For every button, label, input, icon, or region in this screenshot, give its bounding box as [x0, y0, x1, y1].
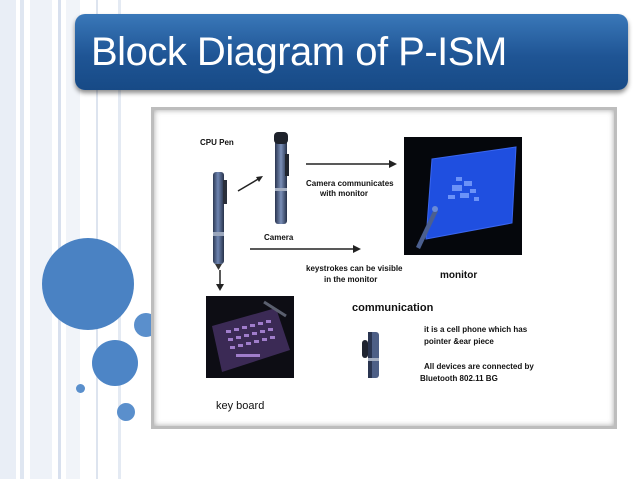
slide-title: Block Diagram of P-ISM [91, 30, 507, 74]
decorative-circle-tiny [76, 384, 85, 393]
all-devices-text-line2: Bluetooth 802.11 BG [420, 374, 498, 383]
decorative-circle-large [42, 238, 134, 330]
title-banner: Block Diagram of P-ISM [75, 14, 628, 90]
communication-label: communication [352, 302, 434, 314]
cell-phone-text-line1: it is a cell phone which has [424, 325, 528, 334]
cpu-pen-label: CPU Pen [200, 138, 234, 147]
background-stripe [118, 0, 121, 479]
camera-communicates-text-line1: Camera communicates [306, 179, 394, 188]
monitor-image [404, 137, 522, 255]
camera-communicates-text-line2: with monitor [320, 189, 368, 198]
arrow-to-camera [236, 174, 266, 194]
all-devices-text-line1: All devices are connected by [424, 362, 534, 371]
keystrokes-text-line2: in the monitor [324, 275, 378, 284]
keystrokes-text-line1: keystrokes can be visible [306, 264, 403, 273]
monitor-label: monitor [440, 270, 478, 281]
arrow-camera-to-monitor [306, 158, 398, 170]
camera-pen-image [268, 132, 294, 228]
keyboard-label: key board [216, 400, 265, 412]
keyboard-image [206, 296, 294, 378]
background-stripe [58, 0, 61, 479]
cpu-pen-image [209, 172, 229, 270]
arrow-keyboard-to-monitor [250, 243, 362, 255]
camera-label: Camera [264, 233, 294, 242]
arrow-pen-to-keyboard [214, 270, 226, 292]
block-diagram-panel: CPU Pen [151, 107, 617, 429]
background-stripe [20, 0, 24, 479]
background-stripe [0, 0, 16, 479]
cell-phone-pen-image [354, 328, 392, 380]
decorative-circle-small [117, 403, 135, 421]
decorative-circle-medium [92, 340, 138, 386]
cell-phone-text-line2: pointer &ear piece [424, 337, 494, 346]
background-stripe [30, 0, 52, 479]
